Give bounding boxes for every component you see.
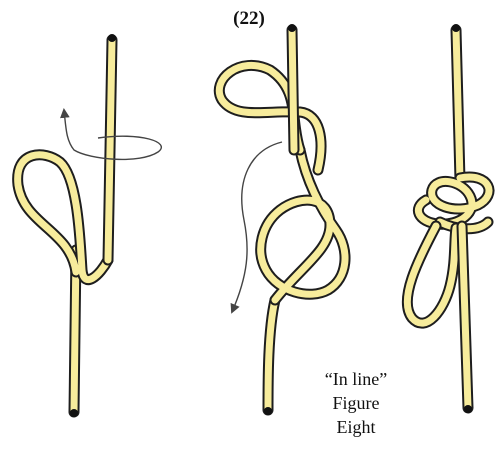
rope-end-cap [70, 409, 78, 417]
figure-number: (22) [229, 8, 269, 30]
caption-line: Eight [300, 415, 412, 439]
rope-standing-part [268, 300, 275, 410]
rope-loop [18, 155, 108, 280]
rope-end-cap [452, 24, 460, 32]
rope-figure-eight-body [261, 150, 345, 300]
rope-working-end [292, 30, 294, 150]
rope-knot-body [418, 177, 489, 229]
rope-lower-standing-part [462, 226, 468, 408]
rope-end-cap [288, 24, 296, 32]
figure-caption: “In line” Figure Eight [300, 367, 412, 439]
step-2-figure-eight [219, 24, 345, 415]
step-3-tightened-knot [407, 24, 489, 413]
rope-end-cap [108, 34, 116, 42]
rope-hanging-loop [407, 226, 456, 323]
rope-working-end [108, 40, 112, 260]
caption-line: “In line” [300, 367, 412, 391]
step-1-loop [18, 34, 162, 417]
rope-end-cap [464, 405, 472, 413]
rope-standing-part [456, 30, 460, 180]
rope-end-cap [264, 407, 272, 415]
caption-line: Figure [300, 391, 412, 415]
